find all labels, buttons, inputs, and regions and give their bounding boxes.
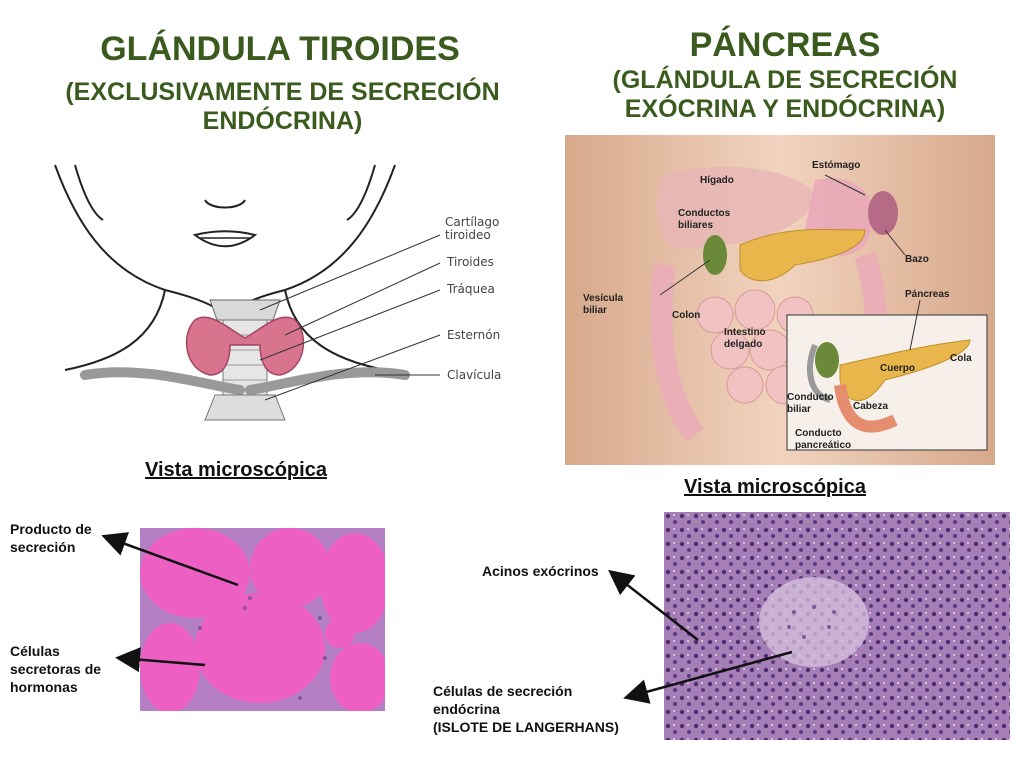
label-higado: Hígado (700, 175, 734, 186)
label-pancreas: Páncreas (905, 289, 950, 300)
label-celulas-langerhans: Células de secreción endócrina (ISLOTE D… (433, 683, 619, 736)
label-intestino-delgado: Intestino delgado (724, 327, 766, 350)
pancreas-histology-image (664, 512, 1010, 740)
arrow-langerhans (623, 650, 793, 704)
label-tiroides: Tiroides (447, 255, 494, 269)
label-conductos-biliares: Conductos biliares (678, 208, 731, 231)
label-estomago: Estómago (812, 160, 861, 171)
label-clavicula: Clavícula (447, 368, 502, 382)
label-acinos-exocrinos: Acinos exócrinos (482, 563, 599, 579)
thyroid-micro-title: Vista microscópica (145, 459, 327, 481)
pancreas-micro-title: Vista microscópica (684, 476, 866, 498)
pancreas-abdomen-illustration (565, 135, 995, 465)
label-esternon: Esternón (447, 328, 501, 342)
label-conducto-pancreatico: Conducto pancreático (795, 428, 852, 451)
label-cartilago-tiroideo: Cartílago tiroideo (445, 215, 500, 243)
thyroid-subtitle: (EXCLUSIVAMENTE DE SECRECIÓN ENDÓCRINA) (65, 78, 500, 135)
label-traquea: Tráquea (447, 282, 495, 296)
label-cola: Cola (950, 353, 972, 364)
label-producto-secrecion: Producto de secreción (10, 521, 92, 556)
pancreas-title: PÁNCREAS (689, 26, 881, 64)
thyroid-neck-illustration (54, 164, 441, 421)
arrow-producto (101, 532, 239, 587)
pancreas-subtitle: (GLÁNDULA DE SECRECIÓN EXÓCRINA Y ENDÓCR… (612, 66, 958, 123)
label-colon: Colon (672, 310, 701, 321)
label-conducto-biliar: Conducto biliar (787, 392, 834, 415)
arrow-celulas-secretoras (115, 647, 206, 673)
arrow-acinos (608, 569, 699, 641)
label-vesicula-biliar: Vesícula biliar (583, 293, 624, 316)
thyroid-title: GLÁNDULA TIROIDES (100, 30, 460, 68)
label-cabeza: Cabeza (853, 401, 889, 412)
thyroid-histology-image (140, 528, 385, 711)
label-celulas-secretoras: Células secretoras de hormonas (10, 643, 102, 696)
label-cuerpo: Cuerpo (880, 363, 915, 374)
label-bazo: Bazo (905, 254, 929, 265)
